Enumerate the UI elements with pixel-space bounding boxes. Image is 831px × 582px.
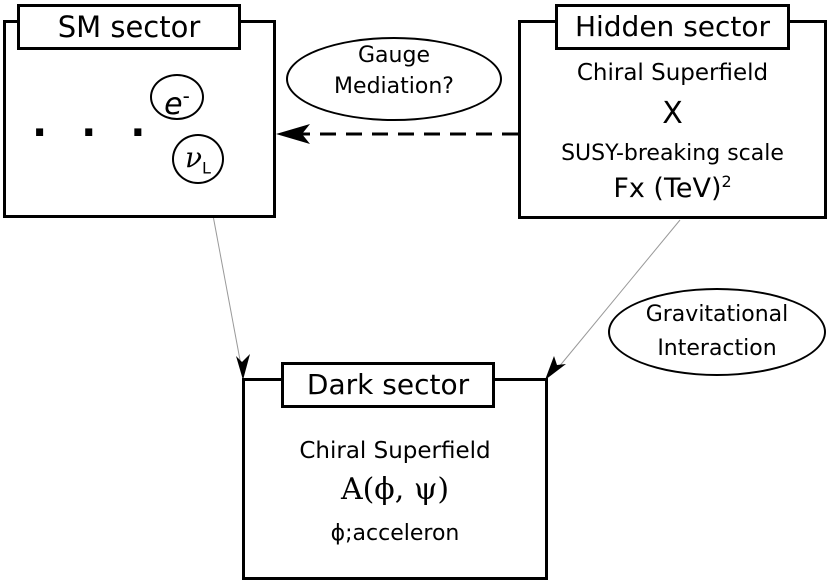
sm-sector-title: SM sector xyxy=(17,4,241,50)
hidden-line3: SUSY-breaking scale xyxy=(561,141,784,166)
gauge-arrowhead xyxy=(276,124,310,144)
neutrino-symbol: ν xyxy=(185,141,203,174)
hidden-line4-superscript: 2 xyxy=(721,172,732,191)
dark-sector-title: Dark sector xyxy=(281,362,495,408)
hidden-line2: X xyxy=(662,96,683,131)
dark-sector-left-arrowhead xyxy=(236,354,250,380)
electron-circle: e- xyxy=(150,74,204,122)
dark-line3: ϕ;acceleron xyxy=(330,521,460,546)
dark-sector-right-arrowhead xyxy=(545,356,566,380)
dark-line1: Chiral Superfield xyxy=(299,438,491,464)
dark-sector-box xyxy=(242,378,548,580)
gauge-label-line1: Gauge xyxy=(358,43,430,68)
dark-line2: A(ϕ, ψ) xyxy=(340,472,450,507)
neutrino-subscript: L xyxy=(202,158,211,178)
hidden-sector-title: Hidden sector xyxy=(555,4,790,50)
gravitational-line2: Interaction xyxy=(657,336,777,361)
neutrino-link-line xyxy=(211,209,241,361)
electron-symbol: e xyxy=(164,87,183,122)
sm-dots: . . . xyxy=(32,100,156,146)
gauge-mediation-label xyxy=(286,37,502,121)
sm-sector-title-text: SM sector xyxy=(57,10,201,44)
neutrino-circle: νL xyxy=(172,134,224,184)
dark-sector-title-text: Dark sector xyxy=(306,368,470,401)
gravitational-interaction-label xyxy=(608,288,826,376)
gravitational-line1: Gravitational xyxy=(645,302,789,327)
hidden-line4-wrap: Fx (TeV)2 xyxy=(518,172,827,204)
hidden-line4: Fx (TeV) xyxy=(613,173,722,204)
electron-charge: - xyxy=(182,84,190,108)
sm-sector-box xyxy=(3,20,276,218)
hidden-sector-title-text: Hidden sector xyxy=(574,10,771,43)
gravitational-link-line xyxy=(557,219,681,369)
hidden-line1: Chiral Superfield xyxy=(576,60,769,86)
gauge-label-line2: Mediation? xyxy=(334,74,454,99)
